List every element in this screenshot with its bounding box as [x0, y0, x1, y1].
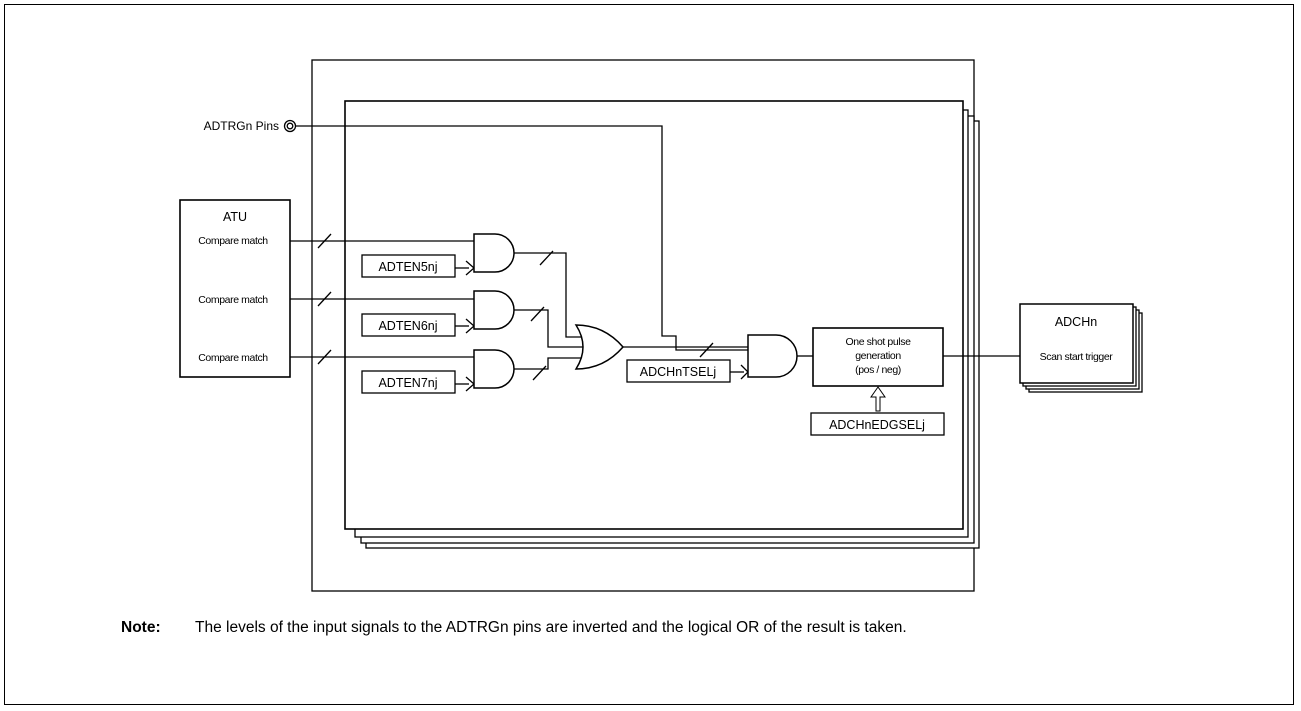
enable-label-2: ADTEN6nj	[378, 319, 437, 333]
adch-title: ADCHn	[1055, 315, 1097, 329]
bus-slash	[317, 349, 332, 365]
enable-box-2	[361, 313, 456, 337]
enable-label-1: ADTEN5nj	[378, 260, 437, 274]
adch-box	[1019, 303, 1134, 384]
enable-box-1	[361, 254, 456, 278]
trigger-select-box	[626, 359, 731, 383]
edge-select-label: ADCHnEDGSELj	[829, 418, 925, 432]
pulse-gen-box	[812, 327, 944, 387]
atu-row-label: Compare match	[198, 294, 268, 306]
pin-icon-inner	[286, 122, 294, 130]
atu-box	[179, 199, 291, 378]
and-gate-1	[473, 233, 515, 273]
and1-to-or	[514, 252, 582, 338]
enable-box-3	[361, 370, 456, 394]
pulse-gen-line3: (pos / neg)	[855, 364, 901, 376]
bus-slash	[317, 291, 332, 307]
and-gate-2	[473, 290, 515, 330]
adch-subtitle: Scan start trigger	[1040, 351, 1114, 363]
channel-box	[344, 100, 964, 530]
and-gate-4	[747, 334, 798, 378]
and3-to-or	[514, 357, 582, 370]
edge-select-arrow	[870, 386, 886, 412]
pulse-gen-line2: generation	[855, 350, 901, 362]
pin-signal-line	[296, 125, 748, 351]
bus-slash	[532, 365, 547, 381]
note-text: The levels of the input signals to the A…	[195, 619, 907, 636]
bus-slash	[530, 306, 545, 322]
enable-label-3: ADTEN7nj	[378, 376, 437, 390]
note-label: Note:	[121, 619, 161, 636]
trigger-select-label: ADCHnTSELj	[640, 365, 716, 379]
bus-slash	[699, 342, 714, 358]
atu-row-label: Compare match	[198, 235, 268, 247]
edge-select-box	[810, 412, 945, 436]
atu-row-label: Compare match	[198, 352, 268, 364]
and-gate-3	[473, 349, 515, 389]
bus-slash	[317, 233, 332, 249]
pins-label: ADTRGn Pins	[204, 119, 279, 133]
pin-icon	[283, 119, 297, 133]
pulse-gen-line1: One shot pulse	[845, 336, 911, 348]
or-gate	[574, 324, 624, 370]
atu-title: ATU	[223, 210, 247, 224]
and2-to-or	[514, 309, 585, 348]
